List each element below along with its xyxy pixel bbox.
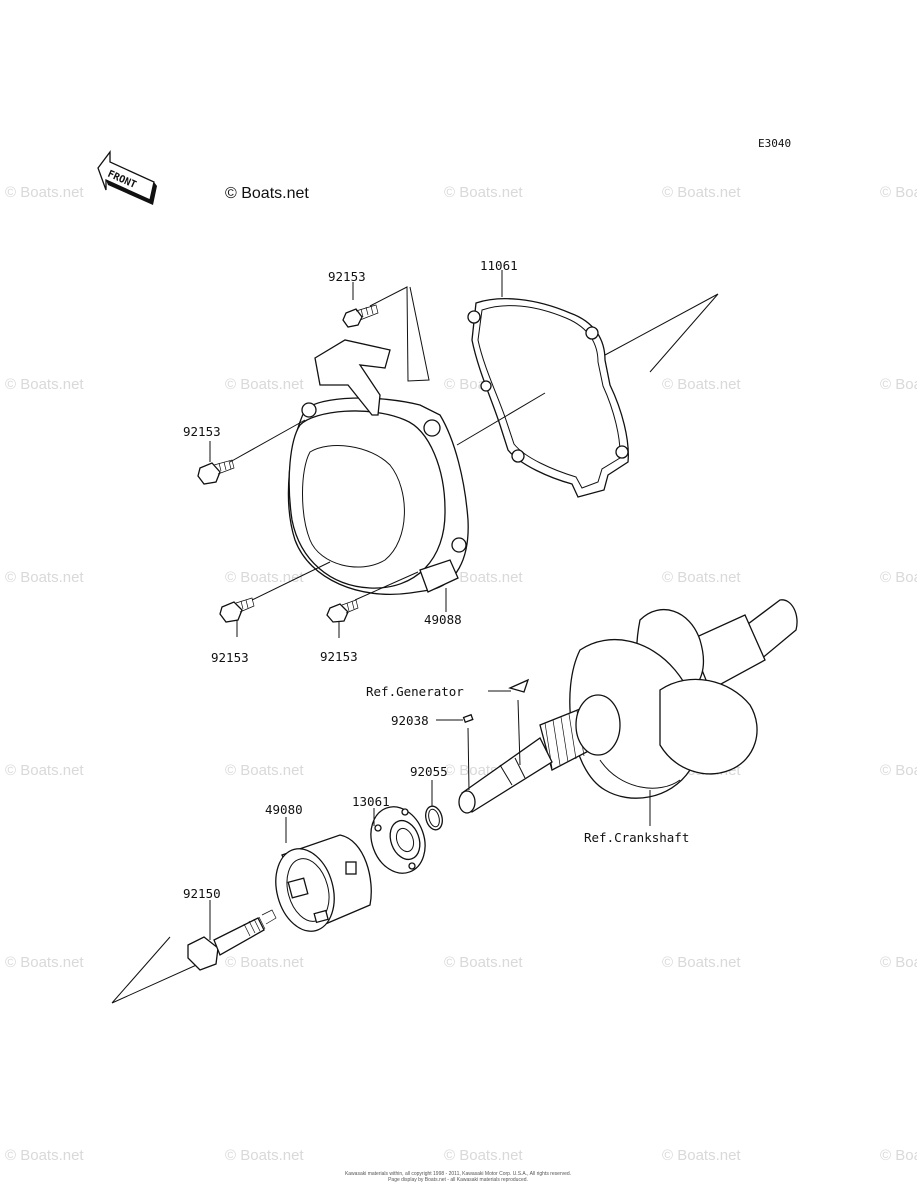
part-label-92153: 92153 xyxy=(183,424,221,439)
watermark: © Boats.net xyxy=(225,569,304,586)
watermark: © Boats.net xyxy=(662,954,741,971)
front-arrow-icon: FRONT xyxy=(97,150,157,205)
watermark: © Boats.net xyxy=(444,184,523,201)
footer-copyright: Kawasaki materials within, all copyright… xyxy=(345,1171,571,1177)
watermark: © Boats.net xyxy=(662,184,741,201)
part-label-92153: 92153 xyxy=(328,269,366,284)
bolt-92153-top xyxy=(342,304,379,328)
crankshaft-part xyxy=(458,599,798,814)
watermark: © Boats.net xyxy=(5,1147,84,1164)
watermark: © Boats.net xyxy=(444,1147,523,1164)
watermark: © Boats.net xyxy=(5,376,84,393)
part-label-92038: 92038 xyxy=(391,713,429,728)
part-label-92055: 92055 xyxy=(410,764,448,779)
watermark: © Boats.net xyxy=(444,569,523,586)
bolt-92153-bottom-mid xyxy=(326,599,359,623)
watermark: © Boats.net xyxy=(225,376,304,393)
watermark: © Boats.net xyxy=(225,1147,304,1164)
part-label-92153: 92153 xyxy=(320,649,358,664)
part-label-11061: 11061 xyxy=(480,258,518,273)
ref-generator-label: Ref.Generator xyxy=(366,684,464,699)
footer-note: Page display by Boats.net - all Kawasaki… xyxy=(388,1177,528,1183)
generator-key-icon xyxy=(508,678,530,693)
leaders-upper xyxy=(209,270,546,638)
part-label-49088: 49088 xyxy=(424,612,462,627)
gasket-part xyxy=(467,298,629,498)
flange-part xyxy=(370,806,426,874)
part-label-13061: 13061 xyxy=(352,794,390,809)
watermark: © Boats.net xyxy=(662,569,741,586)
watermark-grid: © Boats.net © Boats.net © Boats.net © Bo… xyxy=(5,184,917,1164)
bolt-92153-bottom-left xyxy=(219,597,255,623)
recoil-starter-part xyxy=(287,339,469,595)
watermark: © Boats.net xyxy=(225,762,304,779)
bolt-92153-left xyxy=(197,459,235,485)
watermark: © Boats.net xyxy=(880,954,917,971)
key-92038-icon xyxy=(462,713,474,724)
bolt-92150-part xyxy=(187,909,277,971)
diagram-code: E3040 xyxy=(758,137,791,150)
watermark: © Boats.net xyxy=(5,762,84,779)
leaders-lower xyxy=(209,690,651,940)
part-label-49080: 49080 xyxy=(265,802,303,817)
part-label-92150: 92150 xyxy=(183,886,221,901)
watermark: © Boats.net xyxy=(444,954,523,971)
watermark: © Boats.net xyxy=(880,184,917,201)
watermark: © Boats.net xyxy=(5,184,84,201)
watermark: © Boats.net xyxy=(880,1147,917,1164)
watermark: © Boats.net xyxy=(880,762,917,779)
part-label-92153: 92153 xyxy=(211,650,249,665)
watermark: © Boats.net xyxy=(225,954,304,971)
watermark: © Boats.net xyxy=(662,376,741,393)
watermark: © Boats.net xyxy=(5,954,84,971)
watermark: © Boats.net xyxy=(5,569,84,586)
ref-crankshaft-label: Ref.Crankshaft xyxy=(584,830,689,845)
watermark: © Boats.net xyxy=(662,1147,741,1164)
rotor-part xyxy=(275,834,372,932)
watermark: © Boats.net xyxy=(880,569,917,586)
copyright-text: © Boats.net xyxy=(225,185,309,202)
frame-corner xyxy=(604,293,719,373)
o-ring-part xyxy=(425,805,443,831)
watermark: © Boats.net xyxy=(880,376,917,393)
